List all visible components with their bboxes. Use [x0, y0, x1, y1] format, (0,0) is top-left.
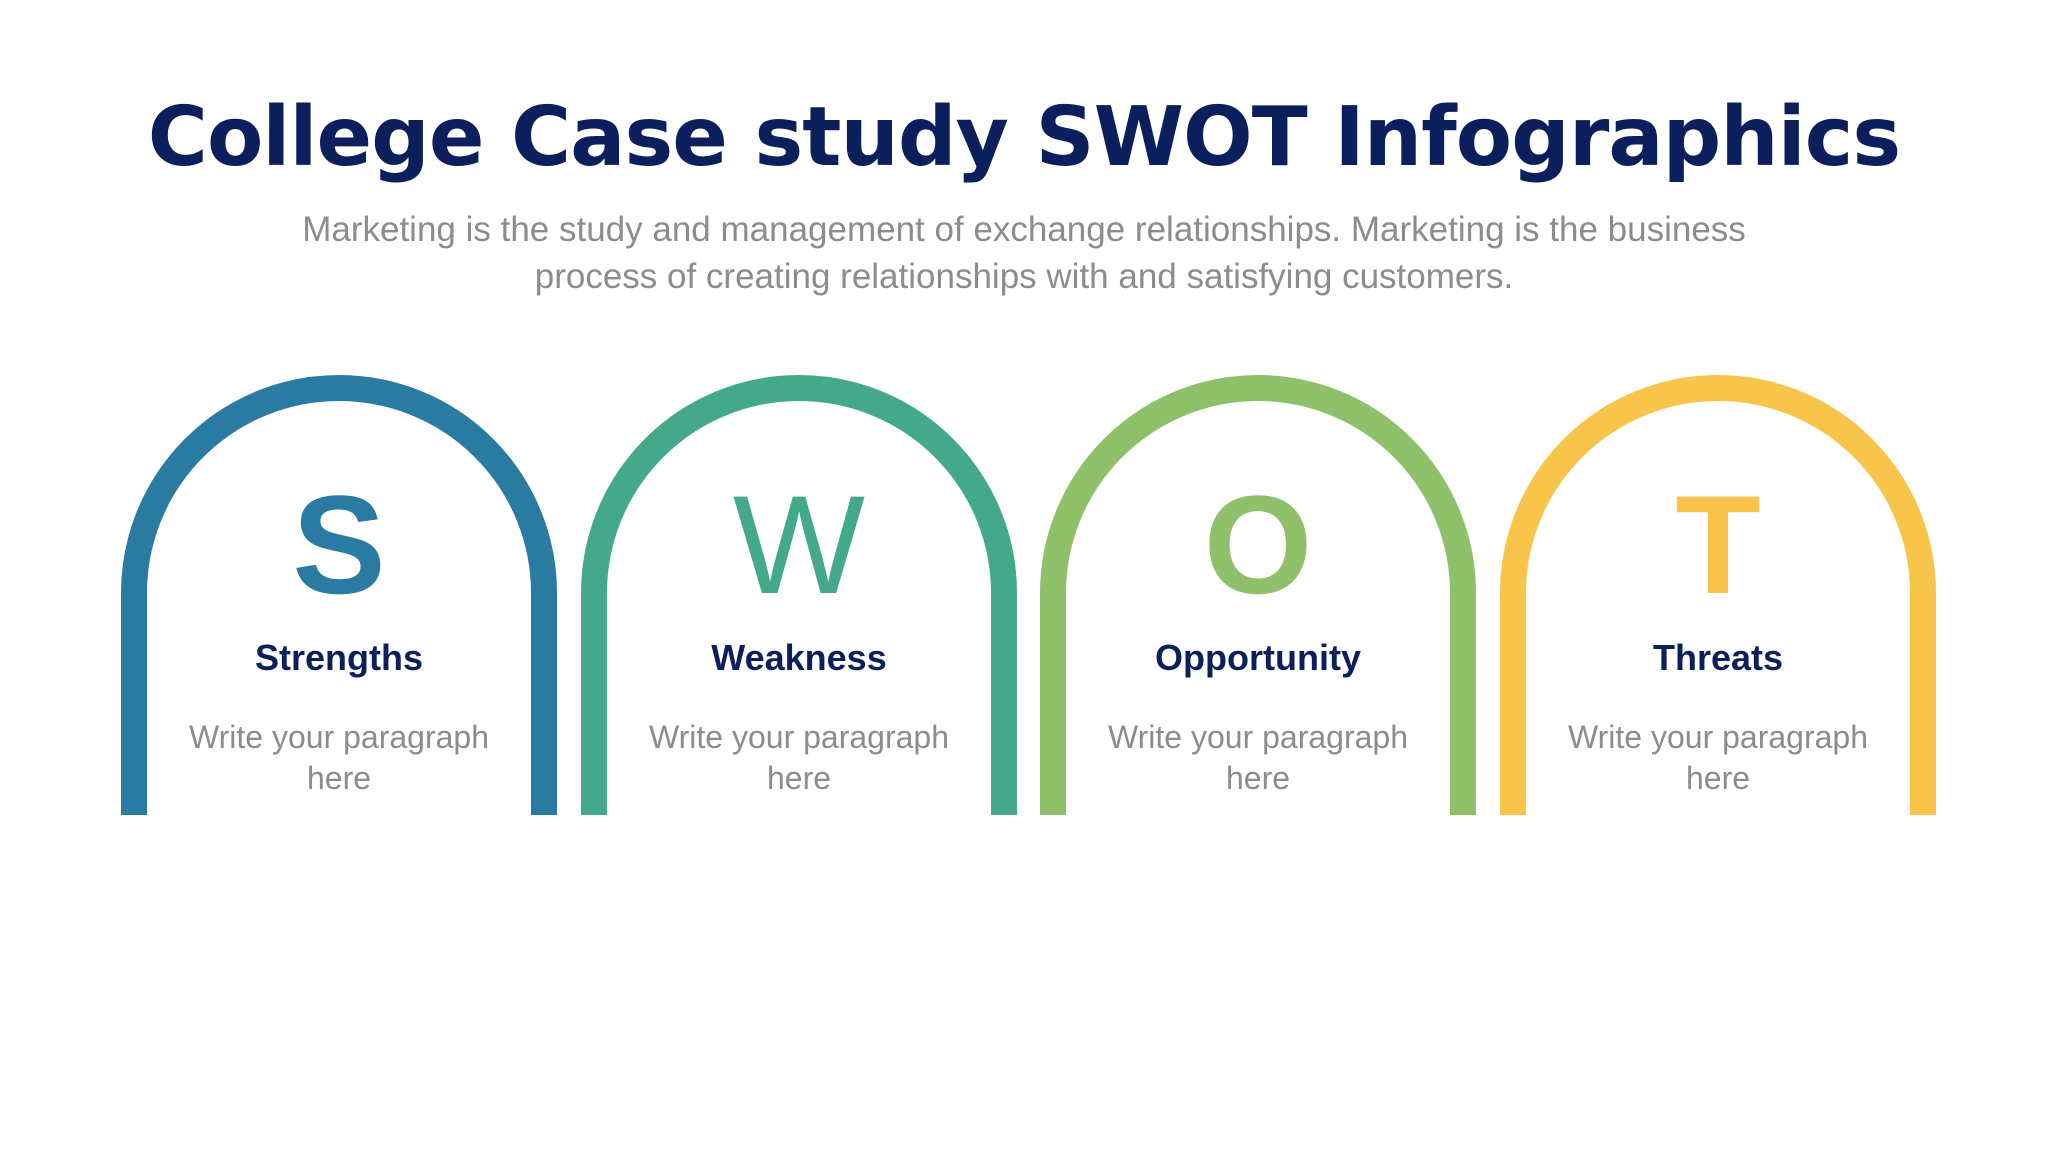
page-subtitle: Marketing is the study and management of… [302, 210, 1746, 296]
swot-letter: O [1203, 466, 1313, 623]
swot-description: Write your paragraph here [1108, 719, 1408, 796]
swot-label: Weakness [711, 637, 887, 678]
swot-label: Strengths [254, 637, 423, 678]
arch-outline [1500, 375, 1936, 815]
swot-letter: W [732, 466, 866, 623]
swot-label: Threats [1652, 637, 1784, 678]
arch-outline [121, 375, 557, 815]
arch-outline [1040, 375, 1476, 815]
swot-letter: T [1675, 466, 1761, 623]
swot-card-strengths: S Strengths Write your paragraph here [121, 375, 557, 815]
swot-description: Write your paragraph here [189, 719, 489, 796]
swot-card-opportunity: O Opportunity Write your paragraph here [1040, 375, 1476, 815]
swot-card-threats: T Threats Write your paragraph here [1500, 375, 1936, 815]
swot-label: Opportunity [1155, 637, 1361, 678]
swot-description: Write your paragraph here [649, 719, 949, 796]
arch-outline [581, 375, 1017, 815]
swot-card-weakness: W Weakness Write your paragraph here [581, 375, 1017, 815]
swot-letter: S [292, 466, 386, 623]
swot-description: Write your paragraph here [1568, 719, 1868, 796]
page-title: College Case study SWOT Infographics [147, 90, 1901, 185]
